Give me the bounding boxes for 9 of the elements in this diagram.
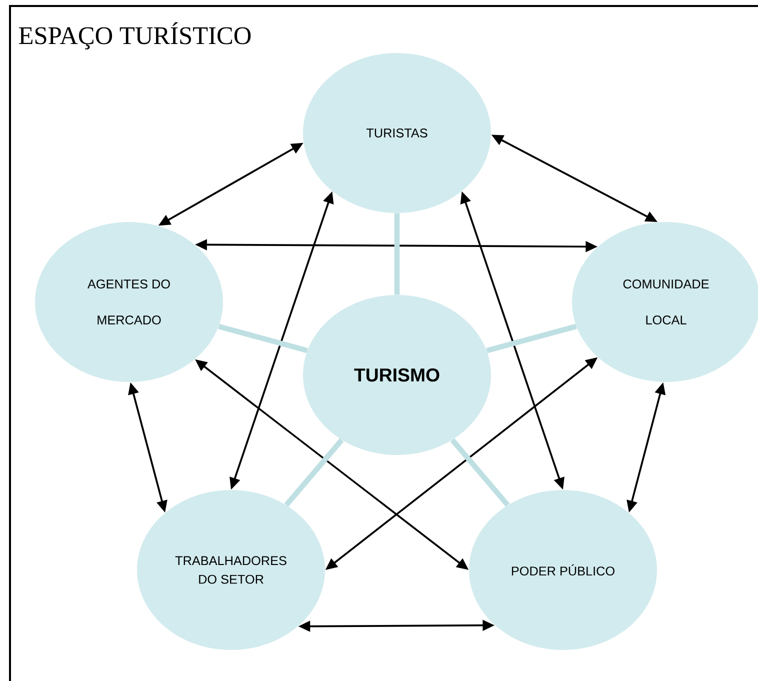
ellipse-node: TURISMO [303,295,491,455]
ellipse-node: AGENTES DO MERCADO [35,222,223,382]
ellipse-node: PODER PÚBLICO [469,490,657,650]
ellipse-node: TURISTAS [303,53,491,213]
title: ESPAÇO TURÍSTICO [19,22,251,50]
connector-line [394,213,400,295]
connector-line [284,438,344,507]
connector-line [486,324,577,354]
ellipse-node: TRABALHADORES DO SETOR [137,490,325,650]
